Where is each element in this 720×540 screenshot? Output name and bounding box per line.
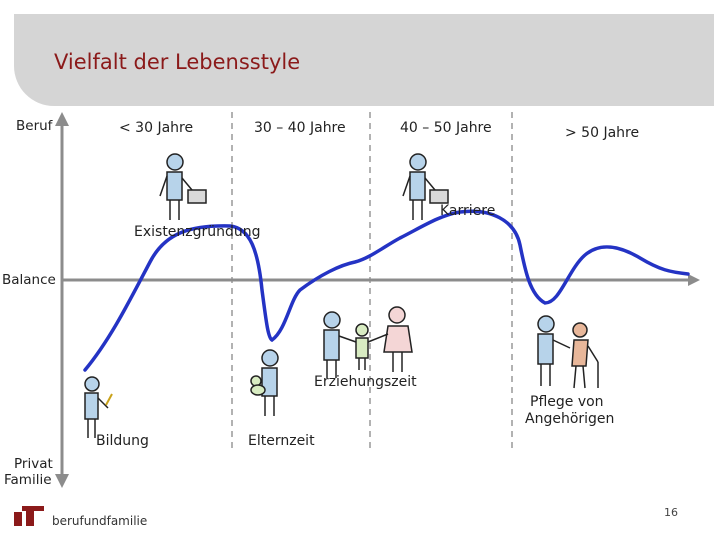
berufundfamilie-logo-icon [14, 506, 44, 526]
logo-text: berufundfamilie [52, 514, 148, 528]
family-figures [323, 306, 413, 378]
age-group-over-50: > 50 Jahre [565, 125, 640, 141]
balance-axis-arrow [688, 274, 700, 286]
life-curve [83, 209, 690, 372]
caregiver-figures [537, 315, 599, 389]
age-group-under-30: < 30 Jahre [119, 120, 194, 136]
title-band [14, 14, 714, 106]
phase-label-karriere: Karriere [440, 203, 496, 219]
phase-label-pflege-line1: Pflege von [530, 394, 604, 410]
phase-label-existenzgruendung: Existenzgründung [134, 224, 261, 240]
y-axis-label-balance: Balance [2, 272, 56, 288]
y-axis-label-privat: Privat [14, 456, 53, 472]
businessperson-figure-young [159, 153, 207, 220]
slide-title: Vielfalt der Lebensstyle [54, 50, 301, 74]
page-number: 16 [664, 506, 678, 519]
age-group-40-50: 40 – 50 Jahre [400, 120, 492, 136]
vertical-axis-arrow-down [55, 474, 69, 488]
parent-with-baby-figure [250, 349, 279, 416]
student-figure [84, 376, 113, 438]
phase-label-elternzeit: Elternzeit [248, 433, 315, 449]
age-group-30-40: 30 – 40 Jahre [254, 120, 346, 136]
businessperson-figure-career [402, 153, 449, 220]
y-axis-label-familie: Familie [4, 472, 52, 488]
phase-label-erziehungszeit: Erziehungszeit [314, 374, 417, 390]
phase-label-bildung: Bildung [96, 433, 149, 449]
vertical-axis-arrow-up [55, 112, 69, 126]
phase-label-pflege-line2: Angehörigen [525, 411, 615, 427]
y-axis-label-beruf: Beruf [16, 118, 53, 134]
